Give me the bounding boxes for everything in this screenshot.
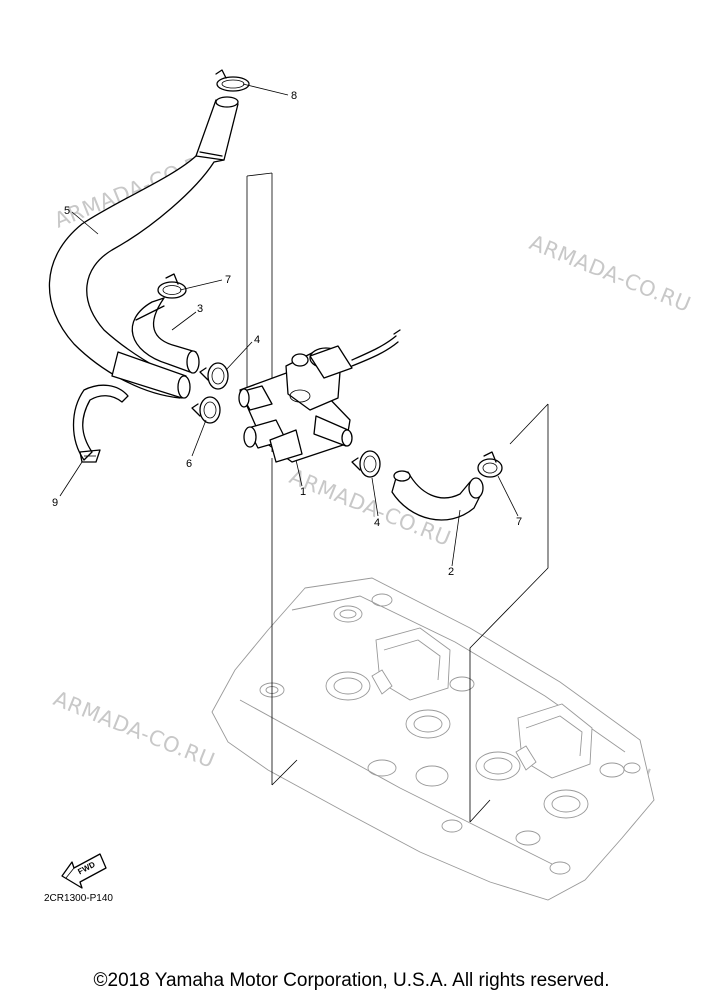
callouts: 8 5 7 3 4 1 6 4 7 2 9 bbox=[52, 90, 522, 578]
cylinder-head-cover bbox=[211, 577, 655, 901]
strap-part-9 bbox=[72, 384, 129, 463]
clamp-part-4-upper bbox=[199, 362, 229, 390]
callout-6: 6 bbox=[186, 458, 192, 470]
hose-part-5 bbox=[48, 96, 239, 399]
clamp-part-4-lower bbox=[351, 450, 381, 478]
callout-3: 3 bbox=[197, 303, 203, 315]
clamp-part-6 bbox=[191, 396, 221, 424]
callout-4-upper: 4 bbox=[254, 334, 260, 346]
callout-2: 2 bbox=[448, 566, 454, 578]
copyright-notice: ©2018 Yamaha Motor Corporation, U.S.A. A… bbox=[93, 970, 610, 991]
callout-7-upper: 7 bbox=[225, 274, 231, 286]
callout-1: 1 bbox=[300, 486, 306, 498]
hose-part-3 bbox=[131, 297, 200, 374]
callout-5: 5 bbox=[64, 205, 70, 217]
watermark-2: ARMADA-CO.RU bbox=[526, 230, 694, 317]
watermark-4: ARMADA-CO.RU bbox=[50, 686, 218, 773]
air-cut-valve-part-1 bbox=[238, 329, 401, 463]
fwd-arrow-icon: FWD bbox=[61, 853, 107, 889]
clamp-part-7-upper bbox=[157, 273, 187, 299]
callout-4-lower: 4 bbox=[374, 517, 380, 529]
diagram-code: 2CR1300-P140 bbox=[44, 893, 113, 904]
hose-part-2 bbox=[391, 470, 484, 521]
callout-7-lower: 7 bbox=[516, 516, 522, 528]
callout-9: 9 bbox=[52, 497, 58, 509]
callout-8: 8 bbox=[291, 90, 297, 102]
leader-lines bbox=[59, 83, 519, 567]
clamp-part-8 bbox=[215, 69, 250, 92]
clamp-part-7-lower bbox=[477, 451, 503, 478]
